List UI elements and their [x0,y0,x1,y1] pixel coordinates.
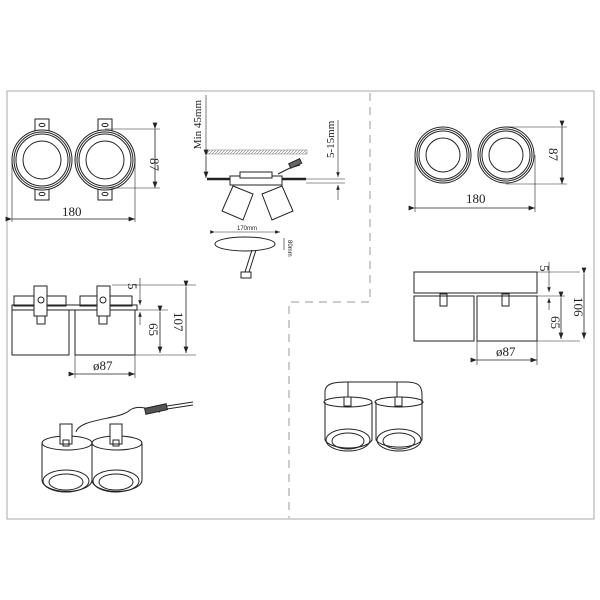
drawing-frame [6,90,595,520]
recessed-side-view [11,278,196,378]
dim-diameter-87-surface: ø87 [496,344,516,359]
recessed-top-view [5,118,160,222]
dim-flange-5: 5 [125,283,140,290]
dim-width-180-surface: 180 [466,191,486,206]
dim-min-depth: Min 45mm [192,100,204,150]
surface-3d-view [323,381,424,452]
installation-diagram [203,95,345,279]
dim-total-106: 106 [571,297,586,317]
surface-top-view [408,120,567,212]
dim-height-87: 87 [147,158,162,172]
surface-side-view [413,262,587,365]
section-divider [288,93,371,518]
dim-body-65-surface: 65 [548,316,563,329]
dim-height-87-surface: 87 [546,148,561,162]
dim-cutout-width: 80mm [286,240,292,257]
dim-base-5: 5 [537,265,552,272]
dim-width-180: 180 [62,204,82,219]
recessed-3d-view [41,401,194,493]
dim-body-65: 65 [146,323,161,336]
dim-total-107: 107 [171,312,186,332]
dim-diameter-87: ø87 [93,358,113,373]
dim-ceiling-thickness: 5-15mm [325,120,337,158]
dim-cutout-length: 170mm [237,226,257,232]
